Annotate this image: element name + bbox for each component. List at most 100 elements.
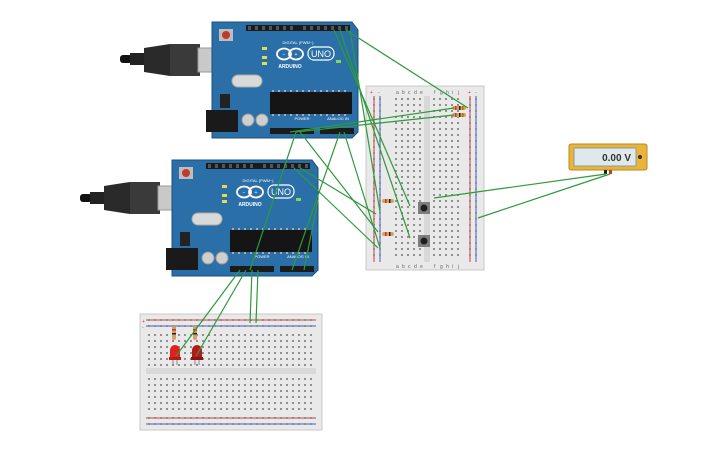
breadboard-hole[interactable] bbox=[401, 200, 403, 202]
breadboard-hole[interactable] bbox=[298, 423, 300, 425]
breadboard-hole[interactable] bbox=[373, 152, 375, 154]
breadboard-hole[interactable] bbox=[407, 176, 409, 178]
breadboard-hole[interactable] bbox=[379, 104, 381, 106]
breadboard-hole[interactable] bbox=[469, 206, 471, 208]
breadboard-hole[interactable] bbox=[184, 417, 186, 419]
breadboard-hole[interactable] bbox=[401, 170, 403, 172]
breadboard-hole[interactable] bbox=[451, 110, 453, 112]
breadboard-hole[interactable] bbox=[419, 164, 421, 166]
breadboard-hole[interactable] bbox=[475, 134, 477, 136]
breadboard-hole[interactable] bbox=[379, 230, 381, 232]
breadboard-hole[interactable] bbox=[419, 134, 421, 136]
breadboard-hole[interactable] bbox=[401, 188, 403, 190]
breadboard-hole[interactable] bbox=[419, 200, 421, 202]
breadboard-hole[interactable] bbox=[256, 319, 258, 321]
breadboard-hole[interactable] bbox=[280, 346, 282, 348]
breadboard-hole[interactable] bbox=[196, 402, 198, 404]
breadboard-hole[interactable] bbox=[310, 396, 312, 398]
breadboard-hole[interactable] bbox=[373, 248, 375, 250]
breadboard-hole[interactable] bbox=[395, 164, 397, 166]
breadboard-hole[interactable] bbox=[401, 182, 403, 184]
breadboard-hole[interactable] bbox=[202, 408, 204, 410]
breadboard-hole[interactable] bbox=[226, 346, 228, 348]
breadboard-hole[interactable] bbox=[395, 152, 397, 154]
breadboard-hole[interactable] bbox=[298, 346, 300, 348]
breadboard-hole[interactable] bbox=[208, 417, 210, 419]
breadboard-hole[interactable] bbox=[268, 408, 270, 410]
breadboard-hole[interactable] bbox=[373, 230, 375, 232]
breadboard-hole[interactable] bbox=[166, 319, 168, 321]
breadboard-hole[interactable] bbox=[214, 378, 216, 380]
breadboard-hole[interactable] bbox=[196, 408, 198, 410]
breadboard-hole[interactable] bbox=[190, 346, 192, 348]
breadboard-hole[interactable] bbox=[395, 146, 397, 148]
breadboard-hole[interactable] bbox=[286, 408, 288, 410]
breadboard-hole[interactable] bbox=[292, 325, 294, 327]
breadboard-hole[interactable] bbox=[154, 378, 156, 380]
breadboard-hole[interactable] bbox=[202, 325, 204, 327]
breadboard-hole[interactable] bbox=[298, 358, 300, 360]
breadboard-hole[interactable] bbox=[262, 396, 264, 398]
breadboard-hole[interactable] bbox=[292, 358, 294, 360]
breadboard-hole[interactable] bbox=[244, 334, 246, 336]
breadboard-hole[interactable] bbox=[280, 378, 282, 380]
breadboard-hole[interactable] bbox=[413, 152, 415, 154]
breadboard-hole[interactable] bbox=[256, 358, 258, 360]
breadboard-hole[interactable] bbox=[475, 110, 477, 112]
breadboard-hole[interactable] bbox=[154, 346, 156, 348]
breadboard-hole[interactable] bbox=[202, 334, 204, 336]
breadboard-hole[interactable] bbox=[469, 218, 471, 220]
breadboard-hole[interactable] bbox=[244, 408, 246, 410]
breadboard-hole[interactable] bbox=[413, 200, 415, 202]
breadboard-hole[interactable] bbox=[310, 408, 312, 410]
breadboard-hole[interactable] bbox=[379, 248, 381, 250]
breadboard-hole[interactable] bbox=[469, 230, 471, 232]
breadboard-hole[interactable] bbox=[190, 384, 192, 386]
breadboard-hole[interactable] bbox=[166, 325, 168, 327]
breadboard-hole[interactable] bbox=[208, 364, 210, 366]
breadboard-hole[interactable] bbox=[256, 417, 258, 419]
breadboard-hole[interactable] bbox=[457, 122, 459, 124]
breadboard-hole[interactable] bbox=[439, 134, 441, 136]
breadboard-hole[interactable] bbox=[433, 188, 435, 190]
breadboard-hole[interactable] bbox=[298, 340, 300, 342]
breadboard-hole[interactable] bbox=[166, 364, 168, 366]
breadboard-hole[interactable] bbox=[274, 423, 276, 425]
breadboard-hole[interactable] bbox=[220, 352, 222, 354]
breadboard-hole[interactable] bbox=[407, 242, 409, 244]
breadboard-hole[interactable] bbox=[304, 364, 306, 366]
breadboard-hole[interactable] bbox=[244, 402, 246, 404]
breadboard-hole[interactable] bbox=[451, 224, 453, 226]
breadboard-hole[interactable] bbox=[256, 390, 258, 392]
breadboard-hole[interactable] bbox=[445, 170, 447, 172]
breadboard-hole[interactable] bbox=[475, 182, 477, 184]
breadboard-hole[interactable] bbox=[395, 140, 397, 142]
breadboard-hole[interactable] bbox=[292, 352, 294, 354]
breadboard-hole[interactable] bbox=[160, 340, 162, 342]
breadboard-hole[interactable] bbox=[256, 396, 258, 398]
breadboard-hole[interactable] bbox=[160, 319, 162, 321]
breadboard-hole[interactable] bbox=[451, 134, 453, 136]
breadboard-hole[interactable] bbox=[238, 390, 240, 392]
breadboard-hole[interactable] bbox=[469, 104, 471, 106]
breadboard-hole[interactable] bbox=[280, 417, 282, 419]
breadboard-hole[interactable] bbox=[379, 206, 381, 208]
breadboard-hole[interactable] bbox=[184, 358, 186, 360]
breadboard-hole[interactable] bbox=[469, 182, 471, 184]
breadboard-hole[interactable] bbox=[475, 128, 477, 130]
breadboard-hole[interactable] bbox=[379, 254, 381, 256]
breadboard-hole[interactable] bbox=[238, 325, 240, 327]
breadboard-hole[interactable] bbox=[274, 346, 276, 348]
breadboard-hole[interactable] bbox=[419, 140, 421, 142]
breadboard-hole[interactable] bbox=[292, 390, 294, 392]
breadboard-hole[interactable] bbox=[148, 358, 150, 360]
breadboard-hole[interactable] bbox=[190, 423, 192, 425]
breadboard-hole[interactable] bbox=[244, 358, 246, 360]
breadboard-hole[interactable] bbox=[469, 152, 471, 154]
breadboard-hole[interactable] bbox=[413, 236, 415, 238]
breadboard-hole[interactable] bbox=[310, 319, 312, 321]
breadboard-hole[interactable] bbox=[469, 140, 471, 142]
breadboard-hole[interactable] bbox=[274, 384, 276, 386]
breadboard-hole[interactable] bbox=[413, 140, 415, 142]
breadboard-hole[interactable] bbox=[232, 364, 234, 366]
